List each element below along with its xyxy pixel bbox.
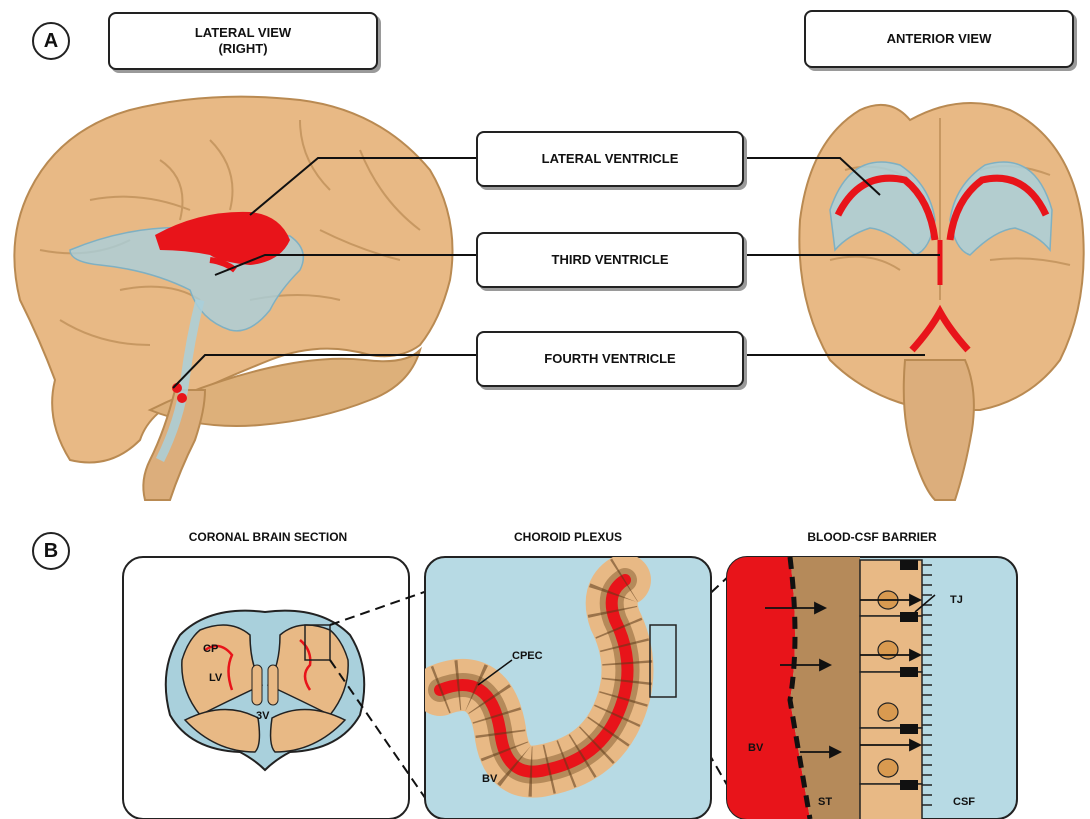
barrier-bv-label: BV [748, 742, 763, 754]
barrier-st-label: ST [818, 796, 832, 808]
plexus-bv-label: BV [482, 773, 497, 785]
barrier-csf-label: CSF [953, 796, 975, 808]
barrier-tj-label: TJ [950, 594, 963, 606]
